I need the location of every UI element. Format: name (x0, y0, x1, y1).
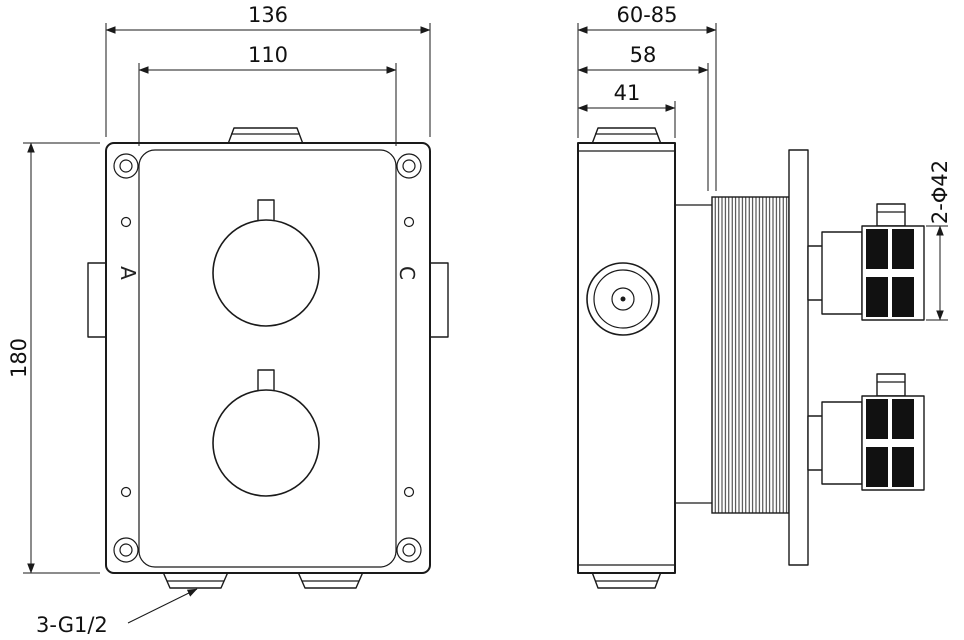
front-dimensions: 136 110 180 3-G1/2 (7, 3, 431, 637)
wall-flange (788, 149, 809, 566)
upper-oring (866, 229, 888, 269)
dim-depth-body: 41 (614, 81, 641, 105)
dim-depth-mid: 58 (630, 43, 657, 67)
side-body (577, 142, 676, 574)
marking-left: A (116, 266, 140, 280)
threaded-sleeve (711, 196, 790, 514)
dim-connector-dia: 2-Φ42 (928, 160, 952, 224)
upper-connector (807, 203, 925, 321)
front-bottom-tab-right (297, 571, 364, 589)
top-knob-notch (257, 199, 275, 223)
side-top-tab (591, 127, 662, 145)
marking-right: C (395, 266, 419, 280)
dim-outer-width: 136 (248, 3, 288, 27)
upper-connector-cap (876, 203, 906, 227)
dim-height: 180 (7, 338, 31, 378)
front-bottom-tab-left (162, 571, 229, 589)
dim-depth-range: 60-85 (616, 3, 677, 27)
front-right-lug (428, 262, 449, 338)
side-bottom-tab (591, 571, 662, 589)
port-thread-label: 3-G1/2 (36, 613, 108, 637)
front-pilot-holes (120, 216, 415, 498)
lower-connector-cap (876, 373, 906, 397)
lower-connector (807, 373, 925, 491)
bottom-knob (212, 389, 320, 497)
side-spindle (586, 262, 660, 336)
front-view: A C (87, 127, 449, 589)
front-left-lug (87, 262, 108, 338)
port-thread-leader (127, 588, 198, 624)
side-dimensions: 60-85 58 41 2-Φ42 (577, 3, 952, 321)
front-outer-body (105, 142, 431, 574)
top-knob (212, 219, 320, 327)
bottom-knob-notch (257, 369, 275, 393)
lower-oring (866, 399, 888, 439)
front-corner-screws (113, 153, 422, 563)
front-top-tab (227, 127, 304, 145)
front-face-plate (138, 149, 397, 568)
dim-inner-width: 110 (248, 43, 288, 67)
side-view (577, 127, 925, 589)
